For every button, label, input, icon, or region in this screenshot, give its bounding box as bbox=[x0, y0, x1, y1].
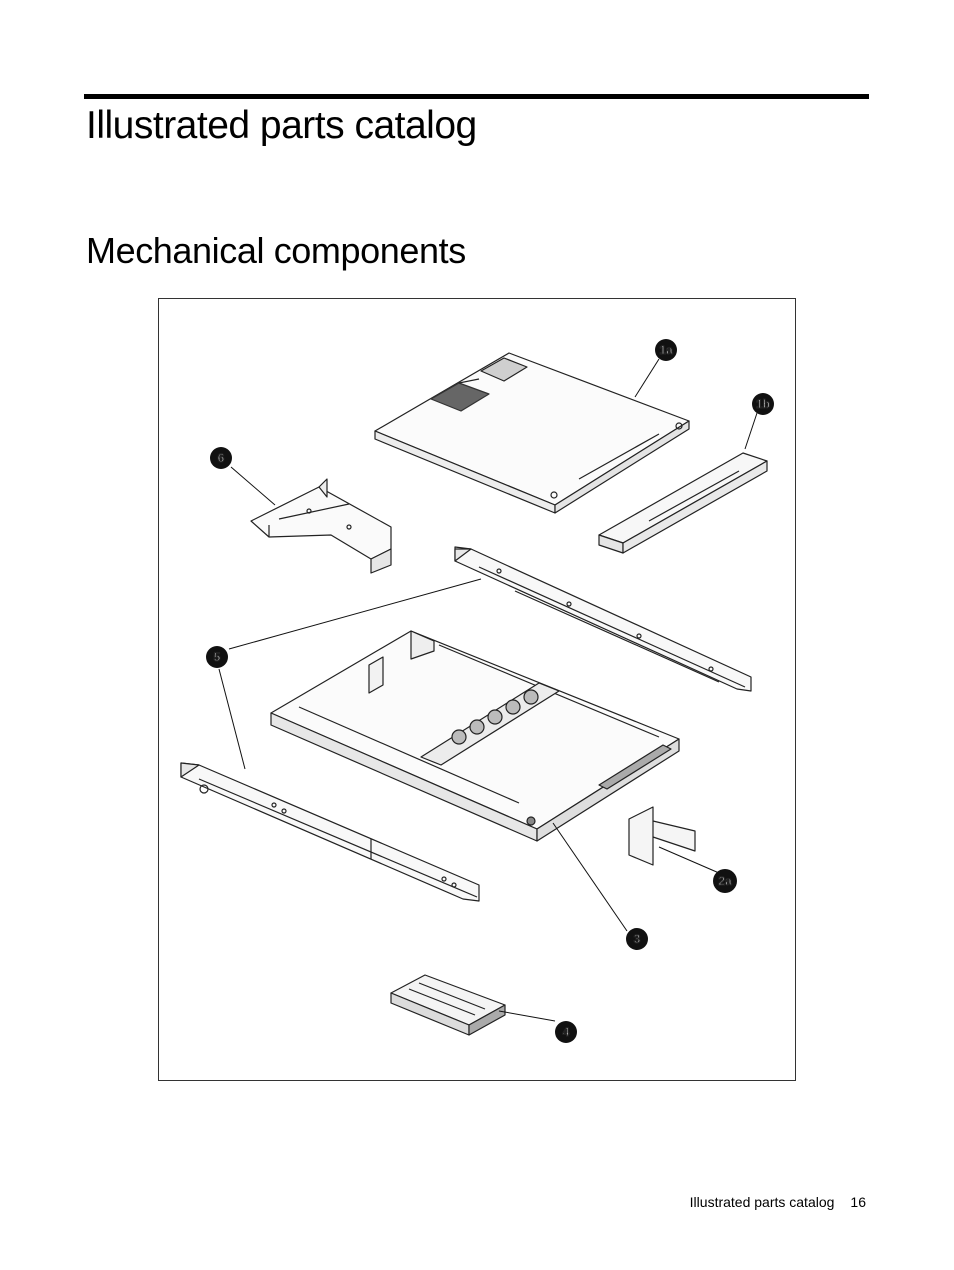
callout-1b: 1b bbox=[752, 393, 774, 415]
top-rule bbox=[84, 94, 869, 99]
slide-rail-left-part bbox=[180, 762, 480, 902]
exploded-view-figure: 1a 1b 6 5 3 2a 4 bbox=[158, 298, 796, 1081]
svg-text:5: 5 bbox=[214, 650, 221, 664]
exploded-view-drawing: 1a 1b 6 5 3 2a 4 bbox=[180, 339, 774, 1043]
svg-text:1a: 1a bbox=[659, 343, 673, 357]
callout-1a: 1a bbox=[655, 339, 677, 361]
svg-text:1b: 1b bbox=[756, 397, 770, 411]
callout-4: 4 bbox=[555, 1021, 577, 1043]
slide-rail-right-part bbox=[454, 546, 752, 692]
callout-6: 6 bbox=[210, 447, 232, 469]
callout-5: 5 bbox=[206, 646, 228, 668]
page-number: 16 bbox=[850, 1194, 866, 1210]
svg-text:6: 6 bbox=[218, 451, 225, 465]
chassis-part bbox=[270, 630, 680, 842]
air-baffle-part bbox=[628, 806, 696, 866]
svg-text:4: 4 bbox=[563, 1025, 570, 1039]
callout-3: 3 bbox=[626, 928, 648, 950]
callout-2a: 2a bbox=[713, 869, 737, 893]
svg-text:3: 3 bbox=[634, 932, 641, 946]
drive-cage-part bbox=[390, 974, 506, 1036]
svg-text:2a: 2a bbox=[718, 874, 732, 888]
page-title: Illustrated parts catalog bbox=[86, 104, 477, 147]
front-panel-part bbox=[598, 452, 768, 554]
section-heading: Mechanical components bbox=[86, 230, 466, 271]
pci-riser-bracket-part bbox=[250, 478, 392, 574]
callout-leader-lines bbox=[218, 358, 758, 1022]
page-footer: Illustrated parts catalog 16 bbox=[690, 1194, 866, 1210]
footer-section-title: Illustrated parts catalog bbox=[689, 1194, 835, 1210]
top-cover-part bbox=[374, 352, 690, 514]
